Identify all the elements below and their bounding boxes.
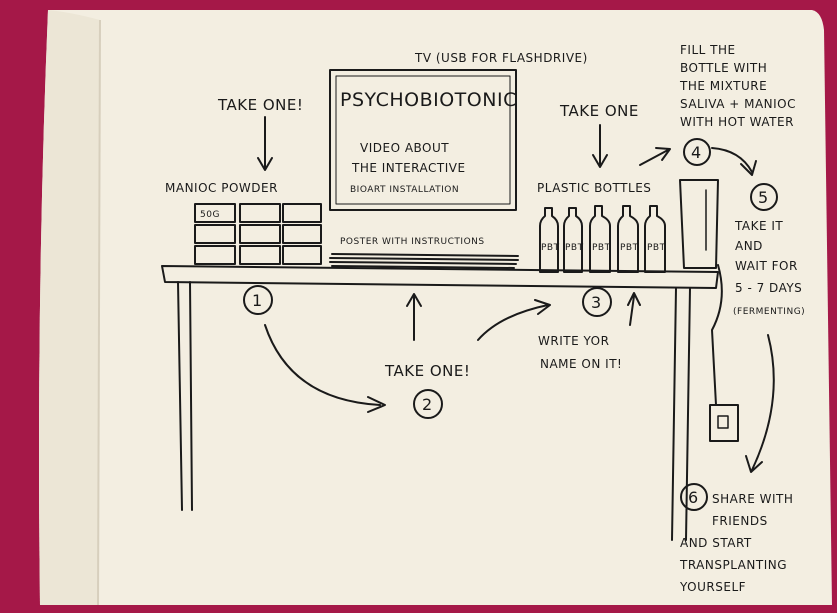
notebook-page <box>39 10 832 605</box>
share-line-4: TRANSPLANTING <box>679 558 787 572</box>
arrow-step5-to-6 <box>745 334 775 473</box>
write-name-line-1: WRITE YOR <box>538 334 609 348</box>
arrow-step4-to-5 <box>711 147 757 176</box>
step-2-circle <box>413 389 443 419</box>
arrow-take-bottle <box>592 124 608 168</box>
take-it-line-4: 5 - 7 DAYS <box>735 281 802 295</box>
fill-line-3: THE MIXTURE <box>679 79 767 93</box>
arrow-step1-to-2 <box>264 324 386 413</box>
bottle-label-3: PBT <box>592 243 611 253</box>
screen-title: PSYCHOBIOTONIC <box>340 89 517 111</box>
fill-line-4: SALIVA + MANIOC <box>680 97 796 111</box>
step-5-number: 5 <box>758 188 769 207</box>
screen-line-2: THE INTERACTIVE <box>351 161 466 175</box>
bottle-label-5: PBT <box>647 243 666 253</box>
bottle-label-2: PBT <box>565 243 584 253</box>
tv-screen <box>329 69 517 211</box>
step-1-circle <box>243 285 273 315</box>
step-6-circle <box>680 483 708 511</box>
page-fold <box>39 10 100 605</box>
share-line-3: AND START <box>680 536 752 550</box>
container-label: 50G <box>200 210 220 220</box>
share-line-2: FRIENDS <box>712 514 768 528</box>
manioc-label: MANIOC POWDER <box>165 181 278 195</box>
step-6-number: 6 <box>688 488 699 507</box>
step-2-number: 2 <box>422 395 433 414</box>
arrow-take-poster <box>406 293 422 341</box>
take-it-line-5: (FERMENTING) <box>733 307 805 317</box>
blender-jug <box>679 179 719 269</box>
table-leg-left <box>177 281 193 511</box>
tv-label: TV (USB FOR FLASHDRIVE) <box>414 51 588 65</box>
arrow-write-name <box>627 292 641 326</box>
share-line-1: SHARE WITH <box>712 492 793 506</box>
step-5-circle <box>750 183 778 211</box>
fill-line-2: BOTTLE WITH <box>680 61 767 75</box>
screen-line-1: VIDEO ABOUT <box>360 141 449 155</box>
arrow-step2-to-3 <box>477 299 551 341</box>
screen-line-3: BIOART INSTALLATION <box>350 185 459 195</box>
tv-screen-inner <box>335 75 511 205</box>
step-4-number: 4 <box>691 143 702 162</box>
take-it-line-3: WAIT FOR <box>735 259 798 273</box>
bottle-label-1: PBT <box>541 243 560 253</box>
step-3-circle <box>582 287 612 317</box>
take-one-right: TAKE ONE <box>559 102 639 120</box>
table-leg-right <box>671 287 691 541</box>
arrow-to-step4 <box>639 147 671 166</box>
poster-stack <box>329 253 519 269</box>
poster-label: POSTER WITH INSTRUCTIONS <box>340 237 485 247</box>
take-it-line-2: AND <box>735 239 763 253</box>
take-one-center: TAKE ONE! <box>384 362 470 380</box>
arrow-take-manioc <box>257 116 273 171</box>
manioc-containers <box>194 203 322 265</box>
write-name-line-2: NAME ON IT! <box>540 357 622 371</box>
fill-line-5: WITH HOT WATER <box>680 115 794 129</box>
share-line-5: YOURSELF <box>679 580 746 594</box>
step-3-number: 3 <box>591 293 602 312</box>
wall-outlet <box>709 404 739 442</box>
bottle-label-4: PBT <box>620 243 639 253</box>
plastic-bottles <box>539 205 666 273</box>
binding-edge <box>97 19 101 606</box>
step-1-number: 1 <box>252 291 263 310</box>
power-cord <box>711 264 723 406</box>
take-one-left: TAKE ONE! <box>217 96 303 114</box>
table-top <box>161 265 719 289</box>
bottles-label: PLASTIC BOTTLES <box>537 181 651 195</box>
outlet-socket <box>717 415 729 429</box>
take-it-line-1: TAKE IT <box>734 219 783 233</box>
fill-line-1: FILL THE <box>680 43 736 57</box>
step-4-circle <box>683 138 711 166</box>
